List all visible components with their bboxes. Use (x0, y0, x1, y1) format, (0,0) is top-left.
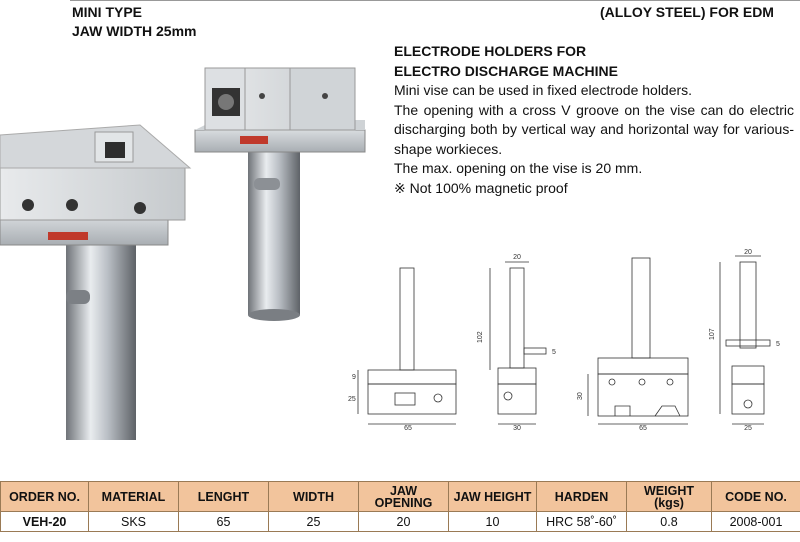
col-code-no: CODE NO. (711, 481, 800, 512)
cell-jaw-height: 10 (448, 511, 537, 532)
cell-weight: 0.8 (626, 511, 712, 532)
cell-width: 25 (268, 511, 359, 532)
jaw-width: JAW WIDTH 25mm (72, 23, 197, 39)
table-row: VEH-20 SKS 65 25 20 10 HRC 58˚-60˚ 0.8 2… (0, 511, 800, 532)
vise-left (0, 124, 192, 440)
cell-material: SKS (88, 511, 179, 532)
dim-d2-side: 5 (552, 349, 556, 356)
dim-d2-len: 102 (477, 331, 484, 343)
dim-d4-side: 5 (776, 341, 780, 348)
col-order-no: ORDER NO. (0, 481, 89, 512)
description-p4: ※ Not 100% magnetic proof (394, 179, 568, 196)
description-title-1: ELECTRODE HOLDERS FOR (394, 43, 587, 59)
col-jaw-opening: JAW OPENING (358, 481, 449, 512)
drawing-side-small: 20 102 5 30 (477, 254, 556, 432)
dim-d1-h1: 9 (352, 374, 356, 381)
col-weight: WEIGHT (kgs) (626, 481, 712, 512)
spec-table: ORDER NO. MATERIAL LENGHT WIDTH JAW OPEN… (0, 481, 800, 532)
spec-table-header: ORDER NO. MATERIAL LENGHT WIDTH JAW OPEN… (0, 481, 800, 512)
dim-d2-top: 20 (513, 254, 521, 261)
dim-d2-w: 30 (513, 425, 521, 432)
product-type: MINI TYPE (72, 4, 143, 20)
col-width: WIDTH (268, 481, 359, 512)
dim-d4-len: 107 (709, 328, 716, 340)
product-photo (0, 67, 366, 440)
cell-jaw-opening: 20 (358, 511, 449, 532)
cell-order-no: VEH-20 (0, 511, 89, 532)
technical-drawings: 65 9 25 20 102 5 30 30 65 2 (348, 249, 780, 432)
drawing-front-large: 30 65 (577, 257, 689, 432)
top-rule (70, 0, 800, 1)
drawing-side-large: 20 107 5 25 (709, 249, 780, 432)
dim-d1-w: 65 (404, 425, 412, 432)
drawing-front-small: 65 9 25 (348, 267, 457, 432)
cell-length: 65 (178, 511, 269, 532)
description-title-2: ELECTRO DISCHARGE MACHINE (394, 62, 619, 79)
vise-right (194, 67, 366, 321)
col-jaw-height: JAW HEIGHT (448, 481, 537, 512)
dim-d4-top: 20 (744, 249, 752, 256)
col-harden: HARDEN (536, 481, 627, 512)
description-p2: The opening with a cross V groove on the… (394, 101, 794, 157)
cell-harden: HRC 58˚-60˚ (536, 511, 627, 532)
description-p1: Mini vise can be used in fixed electrode… (394, 82, 693, 98)
dim-d1-h2: 25 (348, 396, 356, 403)
col-material: MATERIAL (88, 481, 179, 512)
material-note: (ALLOY STEEL) FOR EDM (600, 4, 774, 20)
col-length: LENGHT (178, 481, 269, 512)
description: ELECTRODE HOLDERS FOR ELECTRO DISCHARGE … (394, 42, 794, 198)
cell-code-no: 2008-001 (711, 511, 800, 532)
description-p3: The max. opening on the vise is 20 mm. (394, 160, 643, 176)
dim-d4-w: 25 (744, 425, 752, 432)
dim-d3-h: 30 (577, 392, 584, 400)
dim-d3-w: 65 (639, 425, 647, 432)
